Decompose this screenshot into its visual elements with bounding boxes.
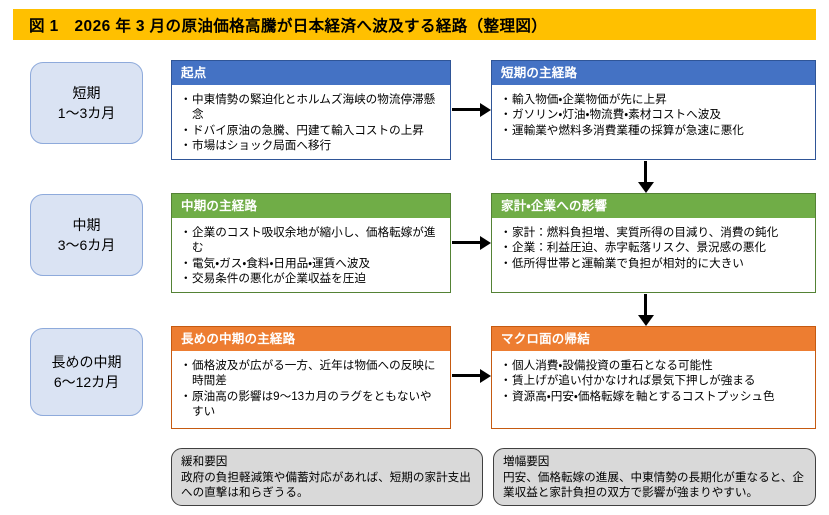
stage-period: 1～3カ月 <box>57 105 116 121</box>
stage-pill-short-term: 短期 1～3カ月 <box>30 62 143 144</box>
list-item: 輸入物価・企業物価が先に上昇 <box>500 92 807 108</box>
note-title: 増幅要因 <box>503 455 550 468</box>
bullet-list: 輸入物価・企業物価が先に上昇 ガソリン・灯油・物流費・素材コストへ波及 運輸業や… <box>500 92 807 139</box>
list-item: 電気・ガス・食料・日用品・運賃へ波及 <box>180 256 442 272</box>
bullet-list: 中東情勢の緊迫化とホルムズ海峡の物流停滞懸念 ドバイ原油の急騰、円建て輸入コスト… <box>180 92 442 154</box>
note-amplifying-factors: 増幅要因 円安、価格転嫁の進展、中東情勢の長期化が重なると、企業収益と家計負担の… <box>493 448 816 506</box>
flow-box-mid-term-path: 中期の主経路 企業のコスト吸収余地が縮小し、価格転嫁が進む 電気・ガス・食料・日… <box>171 193 451 293</box>
list-item: ガソリン・灯油・物流費・素材コストへ波及 <box>500 107 807 123</box>
flow-box-header: 中期の主経路 <box>172 194 450 218</box>
stage-period: 3～6カ月 <box>57 237 116 253</box>
flow-box-header: マクロ面の帰結 <box>492 327 815 351</box>
flow-box-body: 中東情勢の緊迫化とホルムズ海峡の物流停滞懸念 ドバイ原油の急騰、円建て輸入コスト… <box>172 85 450 159</box>
flow-box-body: 個人消費・設備投資の重石となる可能性 賃上げが追い付かなければ景気下押しが強まる… <box>492 351 815 428</box>
flow-box-macro-outcome: マクロ面の帰結 個人消費・設備投資の重石となる可能性 賃上げが追い付かなければ景… <box>491 326 816 429</box>
arrow-mid-term-to-household-impact <box>452 236 491 250</box>
list-item: 交易条件の悪化が企業収益を圧迫 <box>180 271 442 287</box>
stage-name: 長めの中期 <box>51 354 122 370</box>
flow-box-origin: 起点 中東情勢の緊迫化とホルムズ海峡の物流停滞懸念 ドバイ原油の急騰、円建て輸入… <box>171 60 451 160</box>
list-item: 中東情勢の緊迫化とホルムズ海峡の物流停滞懸念 <box>180 92 442 123</box>
flow-box-header: 短期の主経路 <box>492 61 815 85</box>
list-item: 低所得世帯と運輸業で負担が相対的に大きい <box>500 256 807 272</box>
list-item: 賃上げが追い付かなければ景気下押しが強まる <box>500 373 807 389</box>
list-item: 企業：利益圧迫、赤字転落リスク、景況感の悪化 <box>500 240 807 256</box>
flow-box-body: 家計：燃料負担増、実質所得の目減り、消費の鈍化 企業：利益圧迫、赤字転落リスク、… <box>492 218 815 292</box>
flow-box-body: 企業のコスト吸収余地が縮小し、価格転嫁が進む 電気・ガス・食料・日用品・運賃へ波… <box>172 218 450 292</box>
list-item: 家計：燃料負担増、実質所得の目減り、消費の鈍化 <box>500 225 807 241</box>
stage-pill-mid-term: 中期 3～6カ月 <box>30 194 143 276</box>
list-item: 個人消費・設備投資の重石となる可能性 <box>500 358 807 374</box>
arrow-household-impact-to-macro-outcome <box>638 294 654 326</box>
arrow-short-term-to-household-impact <box>638 161 654 193</box>
stage-name: 中期 <box>72 217 101 233</box>
flow-box-body: 価格波及が広がる一方、近年は物価への反映に時間差 原油高の影響は9～13カ月のラ… <box>172 351 450 428</box>
flow-box-header: 家計・企業への影響 <box>492 194 815 218</box>
note-text: 円安、価格転嫁の進展、中東情勢の長期化が重なると、企業収益と家計負担の双方で影響… <box>503 470 804 500</box>
flow-box-header: 長めの中期の主経路 <box>172 327 450 351</box>
page-title: 図 1 2026 年 3 月の原油価格高騰が日本経済へ波及する経路（整理図） <box>29 17 548 35</box>
bullet-list: 企業のコスト吸収余地が縮小し、価格転嫁が進む 電気・ガス・食料・日用品・運賃へ波… <box>180 225 442 287</box>
list-item: 資源高・円安・価格転嫁を軸とするコストプッシュ色 <box>500 389 807 405</box>
note-title: 緩和要因 <box>181 455 228 468</box>
note-mitigating-factors: 緩和要因 政府の負担軽減策や備蓄対応があれば、短期の家計支出への直撃は和らぎうる… <box>171 448 483 506</box>
list-item: 市場はショック局面へ移行 <box>180 138 442 154</box>
arrow-long-mid-term-to-macro-outcome <box>452 369 491 383</box>
arrow-origin-to-short-term-path <box>452 103 491 117</box>
list-item: ドバイ原油の急騰、円建て輸入コストの上昇 <box>180 123 442 139</box>
flow-box-long-mid-term-path: 長めの中期の主経路 価格波及が広がる一方、近年は物価への反映に時間差 原油高の影… <box>171 326 451 429</box>
flow-box-short-term-path: 短期の主経路 輸入物価・企業物価が先に上昇 ガソリン・灯油・物流費・素材コストへ… <box>491 60 816 160</box>
bullet-list: 価格波及が広がる一方、近年は物価への反映に時間差 原油高の影響は9～13カ月のラ… <box>180 358 442 420</box>
list-item: 企業のコスト吸収余地が縮小し、価格転嫁が進む <box>180 225 442 256</box>
list-item: 価格波及が広がる一方、近年は物価への反映に時間差 <box>180 358 442 389</box>
stage-period: 6～12カ月 <box>53 374 120 390</box>
bullet-list: 家計：燃料負担増、実質所得の目減り、消費の鈍化 企業：利益圧迫、赤字転落リスク、… <box>500 225 807 272</box>
list-item: 原油高の影響は9～13カ月のラグをともないやすい <box>180 389 442 420</box>
list-item: 運輸業や燃料多消費業種の採算が急速に悪化 <box>500 123 807 139</box>
stage-pill-long-mid-term: 長めの中期 6～12カ月 <box>30 328 143 416</box>
note-text: 政府の負担軽減策や備蓄対応があれば、短期の家計支出への直撃は和らぎうる。 <box>181 470 471 500</box>
figure-title-band: 図 1 2026 年 3 月の原油価格高騰が日本経済へ波及する経路（整理図） <box>13 9 816 40</box>
bullet-list: 個人消費・設備投資の重石となる可能性 賃上げが追い付かなければ景気下押しが強まる… <box>500 358 807 405</box>
flow-box-header: 起点 <box>172 61 450 85</box>
stage-name: 短期 <box>72 85 101 101</box>
flow-box-household-firm-impact: 家計・企業への影響 家計：燃料負担増、実質所得の目減り、消費の鈍化 企業：利益圧… <box>491 193 816 293</box>
flow-box-body: 輸入物価・企業物価が先に上昇 ガソリン・灯油・物流費・素材コストへ波及 運輸業や… <box>492 85 815 159</box>
